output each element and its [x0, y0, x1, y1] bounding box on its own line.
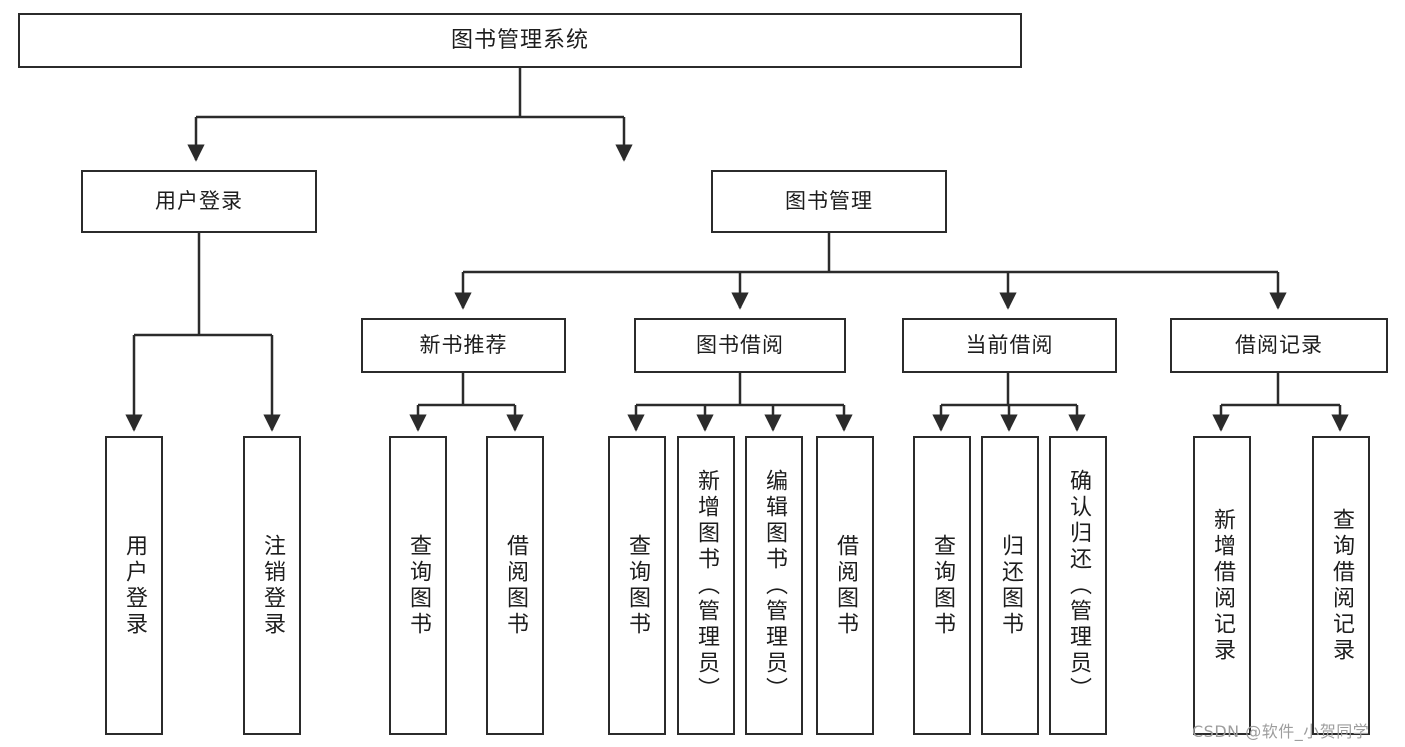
node-book-manage[interactable]: 图书管理 [711, 170, 947, 233]
node-user-login-label: 用户登录 [155, 189, 243, 214]
leaf-label: 查询图书 [625, 533, 650, 638]
leaf-label: 编辑图书（管理员） [762, 468, 787, 703]
leaf-label: 用户登录 [122, 533, 147, 638]
csdn-watermark: CSDN @软件_小贺同学 [1192, 722, 1370, 741]
node-book-manage-label: 图书管理 [785, 189, 873, 214]
leaf-book-borrow-3[interactable]: 借阅图书 [816, 436, 874, 735]
leaf-label: 新增借阅记录 [1210, 507, 1235, 664]
leaf-label: 注销登录 [260, 533, 285, 638]
leaf-label: 归还图书 [998, 533, 1023, 638]
leaf-label: 新增图书（管理员） [694, 468, 719, 703]
leaf-book-borrow-0[interactable]: 查询图书 [608, 436, 666, 735]
leaf-user-login-0[interactable]: 用户登录 [105, 436, 163, 735]
leaf-label: 借阅图书 [503, 533, 528, 638]
leaf-borrow-record-1[interactable]: 查询借阅记录 [1312, 436, 1370, 735]
node-root-label: 图书管理系统 [450, 27, 589, 53]
leaf-current-borrow-2[interactable]: 确认归还（管理员） [1049, 436, 1107, 735]
node-current-borrow[interactable]: 当前借阅 [902, 318, 1117, 373]
leaf-book-borrow-1[interactable]: 新增图书（管理员） [677, 436, 735, 735]
node-root[interactable]: 图书管理系统 [18, 13, 1022, 68]
leaf-borrow-record-0[interactable]: 新增借阅记录 [1193, 436, 1251, 735]
leaf-label: 确认归还（管理员） [1066, 468, 1091, 703]
leaf-label: 查询借阅记录 [1329, 507, 1354, 664]
leaf-new-book-recommend-0[interactable]: 查询图书 [389, 436, 447, 735]
leaf-current-borrow-0[interactable]: 查询图书 [913, 436, 971, 735]
node-book-borrow-label: 图书借阅 [696, 333, 784, 358]
node-borrow-record-label: 借阅记录 [1235, 333, 1323, 358]
leaf-new-book-recommend-1[interactable]: 借阅图书 [486, 436, 544, 735]
node-current-borrow-label: 当前借阅 [965, 333, 1054, 358]
node-new-book-recommend[interactable]: 新书推荐 [361, 318, 566, 373]
leaf-current-borrow-1[interactable]: 归还图书 [981, 436, 1039, 735]
leaf-label: 查询图书 [406, 533, 431, 638]
leaf-label: 借阅图书 [833, 533, 858, 638]
leaf-user-login-1[interactable]: 注销登录 [243, 436, 301, 735]
node-new-book-recommend-label: 新书推荐 [419, 333, 508, 358]
leaf-label: 查询图书 [930, 533, 955, 638]
node-borrow-record[interactable]: 借阅记录 [1170, 318, 1388, 373]
leaf-book-borrow-2[interactable]: 编辑图书（管理员） [745, 436, 803, 735]
node-book-borrow[interactable]: 图书借阅 [634, 318, 846, 373]
node-user-login[interactable]: 用户登录 [81, 170, 317, 233]
